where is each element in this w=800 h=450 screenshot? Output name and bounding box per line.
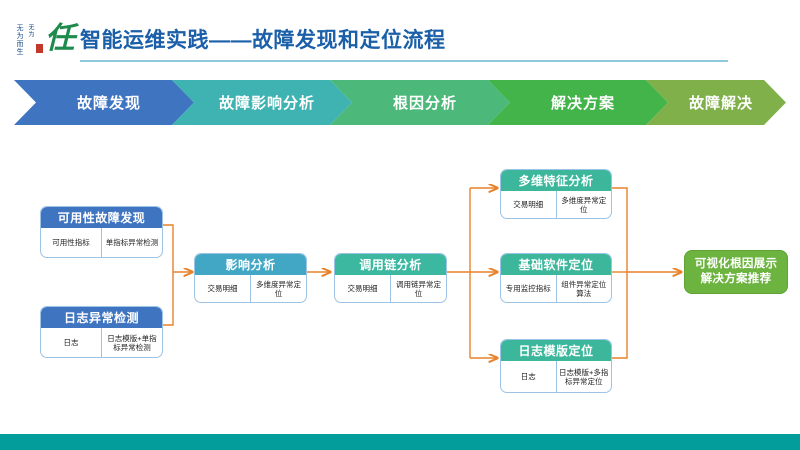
logo-stamp-text-left: 无为 <box>27 24 34 38</box>
node-cell: 调用链异常定位 <box>390 275 446 302</box>
logo-brush-glyph-icon: 任 <box>45 21 75 56</box>
node-infrastructure-software-localization[interactable]: 基础软件定位 专用监控指标 组件异常定位算法 <box>500 253 612 303</box>
node-cell: 日志 <box>63 338 79 347</box>
node-log-anomaly-detection-header: 日志异常检测 <box>41 307 162 328</box>
flow-connectors <box>163 130 800 420</box>
node-cell: 多维度异常定位 <box>555 191 612 218</box>
title-divider <box>80 60 728 62</box>
chevron-step-1[interactable]: 故障影响分析 <box>172 80 352 125</box>
logo-red-seal-icon <box>36 44 43 53</box>
page-title: 智能运维实践——故障发现和定位流程 <box>80 29 446 52</box>
node-cell: 交易明细 <box>347 284 378 293</box>
node-log-anomaly-detection[interactable]: 日志异常检测 日志 日志模版+单指标异常检测 <box>40 306 163 358</box>
end-node-line-2: 解决方案推荐 <box>700 273 772 285</box>
node-cell: 组件异常定位算法 <box>555 275 612 302</box>
chevron-step-2[interactable]: 根因分析 <box>330 80 510 125</box>
node-call-chain-analysis-header: 调用链分析 <box>335 254 446 275</box>
chevron-step-4[interactable]: 故障解决 <box>646 80 786 125</box>
node-infrastructure-software-localization-header: 基础软件定位 <box>501 254 611 275</box>
chevron-step-0[interactable]: 故障发现 <box>14 80 194 125</box>
node-cell: 日志 <box>520 372 536 381</box>
brush-calligraphy-logo: 无为而生 无为 任 <box>12 16 75 62</box>
node-log-template-localization[interactable]: 日志模版定位 日志 日志模版+多指标异常定位 <box>500 339 612 393</box>
node-multi-dimension-feature-analysis[interactable]: 多维特征分析 交易明细 多维度异常定位 <box>500 169 612 219</box>
node-impact-analysis-header: 影响分析 <box>195 254 306 275</box>
node-cell: 单指标异常检测 <box>101 228 162 257</box>
node-multi-dimension-feature-analysis-header: 多维特征分析 <box>501 170 611 191</box>
node-call-chain-analysis[interactable]: 调用链分析 交易明细 调用链异常定位 <box>334 253 447 303</box>
node-cell: 专用监控指标 <box>505 284 551 293</box>
footer-accent-bar <box>0 434 800 450</box>
node-availability-fault-discovery-header: 可用性故障发现 <box>41 207 162 228</box>
node-cell: 日志模版+单指标异常检测 <box>101 328 162 357</box>
node-cell: 日志模版+多指标异常定位 <box>555 361 612 392</box>
chevron-step-2-label: 根因分析 <box>392 95 457 112</box>
node-cell: 交易明细 <box>207 284 238 293</box>
node-availability-fault-discovery[interactable]: 可用性故障发现 可用性指标 单指标异常检测 <box>40 206 163 258</box>
chevron-step-3-label: 解决方案 <box>550 95 615 112</box>
node-log-template-localization-header: 日志模版定位 <box>501 340 611 361</box>
logo-stamp-text-right: 无为而生 <box>16 24 24 56</box>
node-cell: 可用性指标 <box>52 238 90 247</box>
node-cell: 交易明细 <box>513 200 544 209</box>
chevron-step-3[interactable]: 解决方案 <box>488 80 668 125</box>
node-visual-root-cause-and-solution[interactable]: 可视化根因展示 解决方案推荐 <box>684 250 788 294</box>
end-node-line-1: 可视化根因展示 <box>694 258 778 270</box>
process-chevron-band: 故障发现 故障影响分析 根因分析 解决方案 故障解决 <box>14 80 786 125</box>
chevron-step-4-label: 故障解决 <box>688 95 753 112</box>
node-cell: 多维度异常定位 <box>250 275 306 302</box>
fault-localization-flow-diagram: 可用性故障发现 可用性指标 单指标异常检测 日志异常检测 日志 日志模版+单指标… <box>0 130 800 420</box>
node-impact-analysis[interactable]: 影响分析 交易明细 多维度异常定位 <box>194 253 307 303</box>
chevron-step-0-label: 故障发现 <box>76 95 141 112</box>
chevron-step-1-label: 故障影响分析 <box>218 95 315 112</box>
